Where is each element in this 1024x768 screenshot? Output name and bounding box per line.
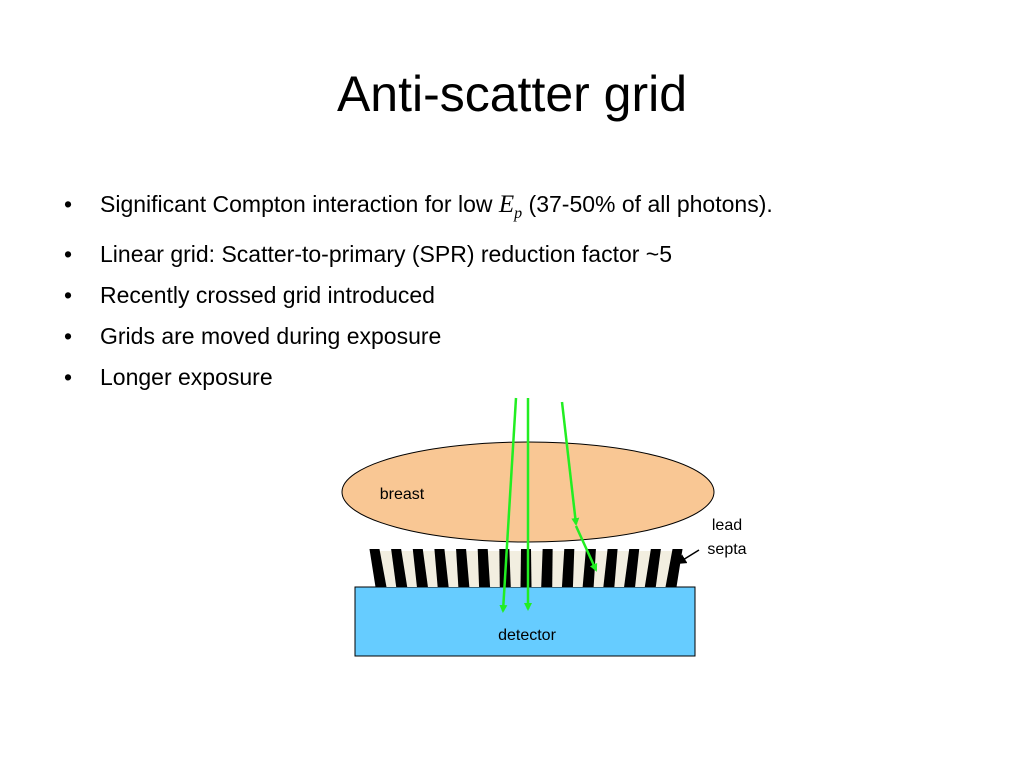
bullet-list: • Significant Compton interaction for lo… — [58, 184, 773, 398]
energy-symbol-subscript: p — [514, 205, 523, 222]
lead-septa-pointer-arrow — [676, 549, 700, 565]
scatter-ray-deflected — [574, 525, 598, 572]
lead-septa-group — [369, 549, 683, 587]
lead-septum — [369, 549, 387, 587]
bullet-item: • Recently crossed grid introduced — [58, 275, 773, 316]
anti-scatter-grid — [369, 549, 683, 587]
bullet-dot: • — [63, 282, 73, 308]
bullet-item: • Significant Compton interaction for lo… — [58, 184, 773, 234]
lead-septum — [520, 549, 532, 587]
primary-ray-left — [499, 397, 518, 613]
lead-septum — [391, 549, 408, 587]
lead-septum — [434, 549, 449, 587]
lead-septum — [624, 549, 640, 587]
bullet-text: Recently crossed grid introduced — [100, 282, 435, 308]
lead-septum — [541, 549, 553, 587]
x-ray-paths — [499, 397, 598, 613]
bullet-text: Longer exposure — [100, 364, 273, 390]
lead-septum — [561, 549, 575, 587]
slide-title: Anti-scatter grid — [336, 66, 688, 122]
lead-septum — [456, 549, 470, 587]
energy-symbol-letter: E — [498, 191, 515, 218]
energy-symbol: Ep — [498, 191, 522, 222]
detector-label: detector — [498, 627, 556, 644]
lead-septum — [644, 549, 661, 587]
bullet-text-post: (37-50% of all photons). — [522, 191, 773, 217]
bullet-item: • Grids are moved during exposure — [58, 316, 773, 357]
lead-septum — [603, 549, 618, 587]
bullet-dot: • — [63, 241, 73, 267]
detector-box — [354, 586, 696, 657]
bullet-item: • Linear grid: Scatter-to-primary (SPR) … — [58, 234, 773, 275]
bullet-text: Grids are moved during exposure — [100, 323, 442, 349]
lead-septa-label-line2: septa — [707, 541, 746, 558]
bullet-dot: • — [63, 364, 73, 390]
bullet-text-pre: Significant Compton interaction for low — [100, 191, 499, 217]
bullet-item: • Longer exposure — [58, 357, 773, 398]
lead-septum — [412, 549, 428, 587]
lead-septum — [582, 549, 596, 587]
scatter-ray-incoming — [560, 401, 580, 526]
bullet-dot: • — [63, 191, 73, 217]
bullet-text: Linear grid: Scatter-to-primary (SPR) re… — [100, 241, 673, 267]
lead-septa-label-line1: lead — [712, 517, 742, 534]
lead-septum — [477, 549, 491, 587]
bullet-dot: • — [63, 323, 73, 349]
breast-label: breast — [380, 486, 425, 503]
